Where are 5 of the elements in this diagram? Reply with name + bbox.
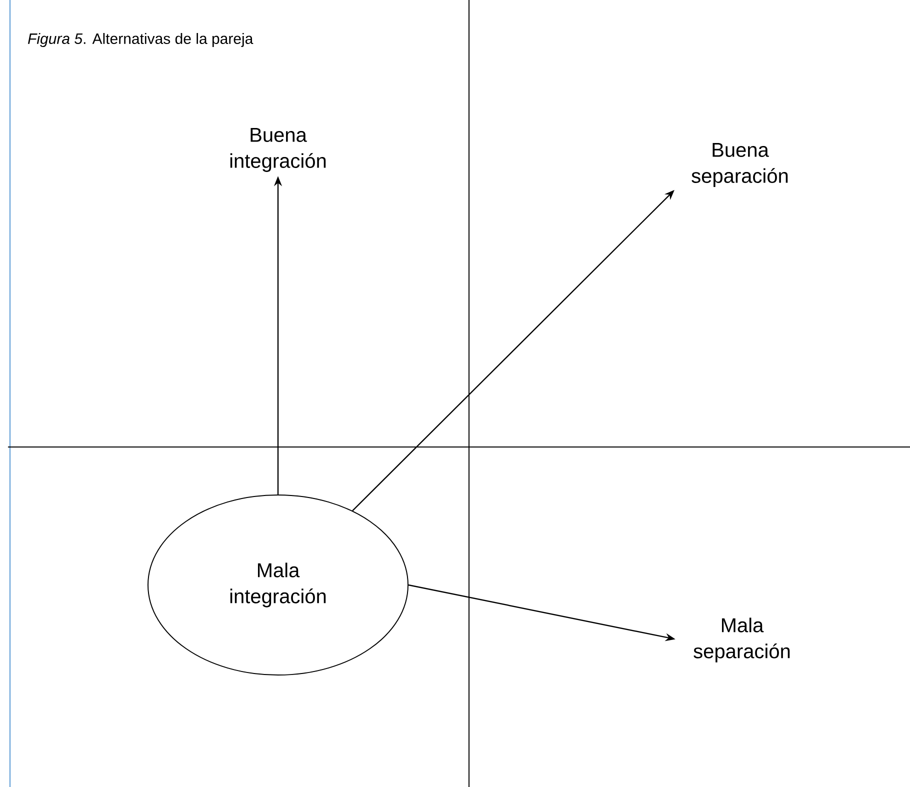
ellipse-node: Mala integración — [148, 494, 408, 676]
quadrant-label: Buena integración — [230, 128, 326, 172]
quadrant-label: Mala separación — [694, 618, 790, 662]
figure-title: Figura 5. Alternativas de la pareja — [28, 33, 254, 47]
quadrant-label: Buena separación — [692, 143, 788, 187]
